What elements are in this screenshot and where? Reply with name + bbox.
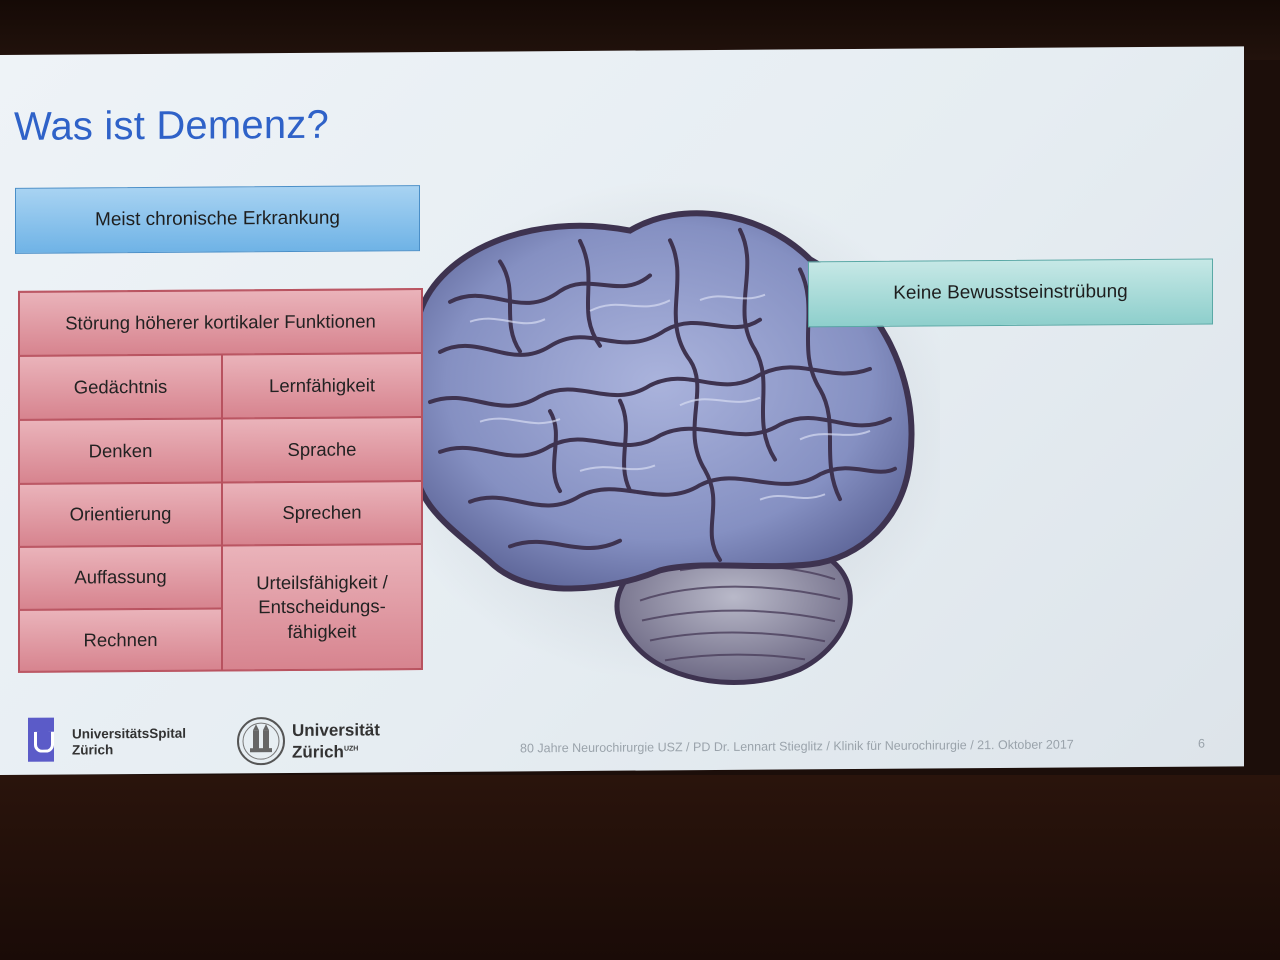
table-cell: Auffassung [19, 545, 222, 610]
table-cell: Gedächtnis [19, 354, 222, 420]
cell-label: Rechnen [83, 628, 158, 651]
cell-label: Lernfähigkeit [269, 374, 375, 397]
slide-footer: 80 Jahre Neurochirurgie USZ / PD Dr. Len… [520, 737, 1074, 756]
cell-label: Sprechen [282, 501, 362, 524]
uzh-superscript: UZH [343, 745, 359, 753]
cell-label-line: Entscheidungs- [258, 595, 386, 618]
table-cell: Sprache [222, 417, 422, 483]
table-header-label: Störung höherer kortikaler Funktionen [65, 310, 376, 334]
cortical-functions-table: Störung höherer kortikaler Funktionen Ge… [18, 288, 423, 673]
cell-label: Auffassung [74, 566, 167, 588]
cell-label: Denken [88, 439, 153, 462]
chronic-disease-label: Meist chronische Erkrankung [95, 207, 340, 231]
table-cell: Denken [19, 418, 222, 484]
no-clouding-consciousness-box: Keine Bewusstseinstrübung [808, 258, 1213, 328]
presentation-slide: Was ist Demenz? [0, 46, 1244, 775]
usz-line1: UniversitätsSpital [72, 725, 187, 742]
usz-logo-text: UniversitätsSpital Zürich [72, 726, 186, 759]
uzh-logo-text: Universität ZürichUZH [292, 720, 380, 761]
slide-page-number: 6 [1198, 736, 1205, 751]
usz-logo-icon [28, 717, 54, 762]
brain-icon [380, 180, 960, 685]
brain-illustration [380, 168, 960, 702]
uzh-line1: Universität [292, 720, 380, 740]
slide-title: Was ist Demenz? [14, 102, 329, 149]
cell-label: Sprache [287, 438, 357, 460]
usz-logo [28, 717, 54, 762]
uzh-line2: Zürich [292, 742, 344, 762]
table-cell: Sprechen [222, 481, 422, 546]
cell-label-line: fähigkeit [287, 620, 357, 642]
cell-label: Gedächtnis [73, 375, 168, 398]
table-cell: Lernfähigkeit [222, 353, 422, 419]
table-header: Störung höherer kortikaler Funktionen [19, 289, 422, 356]
table-cell-judgement: Urteilsfähigkeit / Entscheidungs- fähigk… [222, 544, 422, 671]
table-cell: Orientierung [19, 482, 222, 547]
chronic-disease-box: Meist chronische Erkrankung [15, 185, 420, 254]
no-clouding-consciousness-label: Keine Bewusstseinstrübung [893, 281, 1128, 304]
cell-label-line: Urteilsfähigkeit / [256, 571, 388, 594]
usz-line2: Zürich [72, 742, 114, 758]
room-background-bottom [0, 775, 1280, 960]
cell-label: Orientierung [69, 503, 172, 525]
table-cell: Rechnen [19, 608, 222, 672]
uzh-seal-icon [237, 717, 285, 766]
